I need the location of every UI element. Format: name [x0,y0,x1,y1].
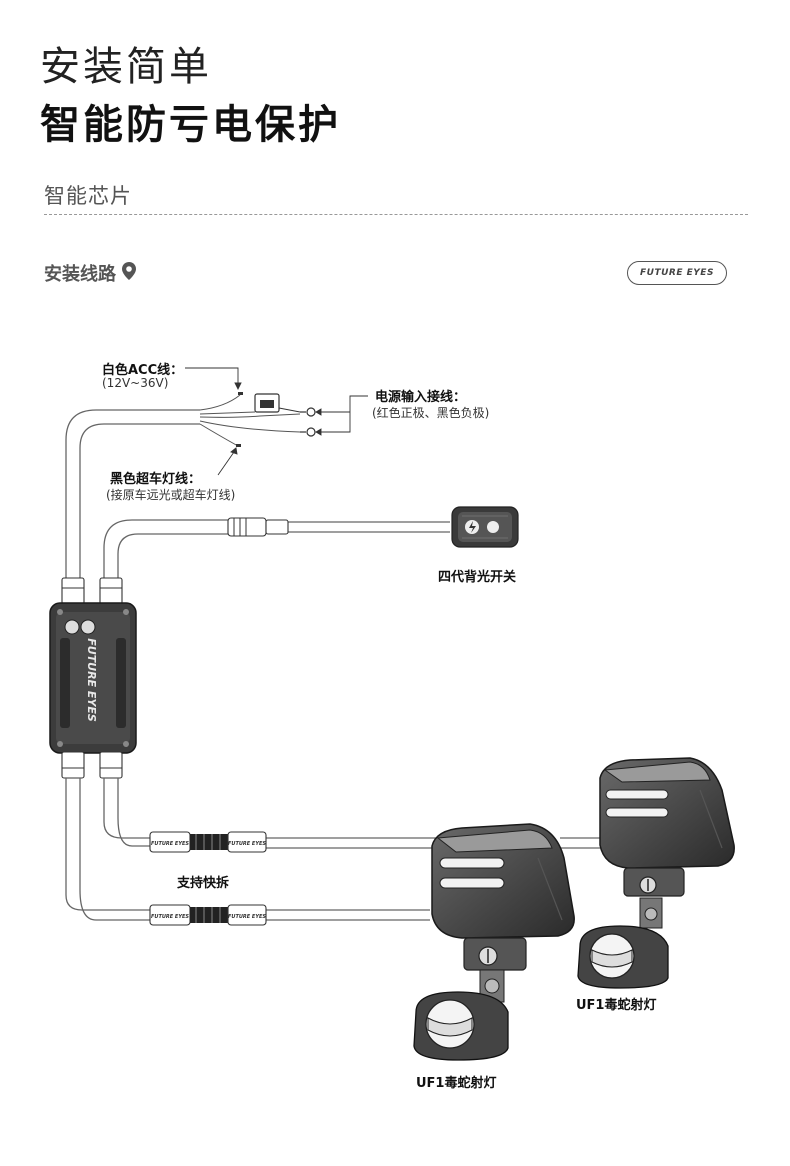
leader-lines [185,367,368,476]
main-harness-cable [65,409,200,585]
ring-terminals [300,407,316,437]
lamp-left [413,823,575,1061]
lamp-cable-upper [103,778,610,849]
dashed-divider [44,214,748,215]
connector-logo: FUTURE EYES [151,841,189,847]
controller-top-connectors [61,577,123,605]
switch-label: 四代背光开关 [438,570,517,585]
switch-connector [227,517,289,537]
lamp-cable-lower [65,778,430,921]
lamp-right [577,757,735,989]
acc-wire-label: 白色ACC线： [102,363,184,378]
switch-cable [103,519,450,585]
location-pin-icon [122,261,136,285]
section-title: 智能芯片 [44,184,132,208]
controller-box: FUTURE EYES [49,602,137,754]
controller-logo: FUTURE EYES [85,638,98,722]
brand-badge: FUTURE EYES [627,261,727,285]
route-label: 安装线路 [44,264,116,285]
acc-wire-sub: (12V~36V) [102,376,169,390]
connector-logo: FUTURE EYES [228,841,266,847]
split-wires [199,394,301,447]
power-input-sub: (红色正极、黑色负极) [372,406,490,420]
backlit-switch [451,506,519,548]
high-beam-sub: (接原车远光或超车灯线) [106,488,236,502]
connector-logo: FUTURE EYES [228,914,266,920]
high-beam-label: 黑色超车灯线： [110,472,202,487]
quick-release-connector-lower: FUTURE EYES FUTURE EYES [149,904,267,926]
lamp-right-label: UF1毒蛇射灯 [576,998,657,1013]
title-line-2: 智能防亏电保护 [40,102,341,148]
lamp-left-label: UF1毒蛇射灯 [416,1076,497,1091]
controller-bottom-connectors [61,751,123,779]
wire-tips [236,392,243,447]
fuse-holder [254,393,301,413]
quick-release-connector-upper: FUTURE EYES FUTURE EYES [149,831,267,853]
route-heading: 安装线路 [44,260,136,286]
quick-release-label: 支持快拆 [177,876,230,891]
power-input-label: 电源输入接线： [375,390,467,405]
connector-logo: FUTURE EYES [151,914,189,920]
title-line-1: 安装简单 [40,44,212,90]
